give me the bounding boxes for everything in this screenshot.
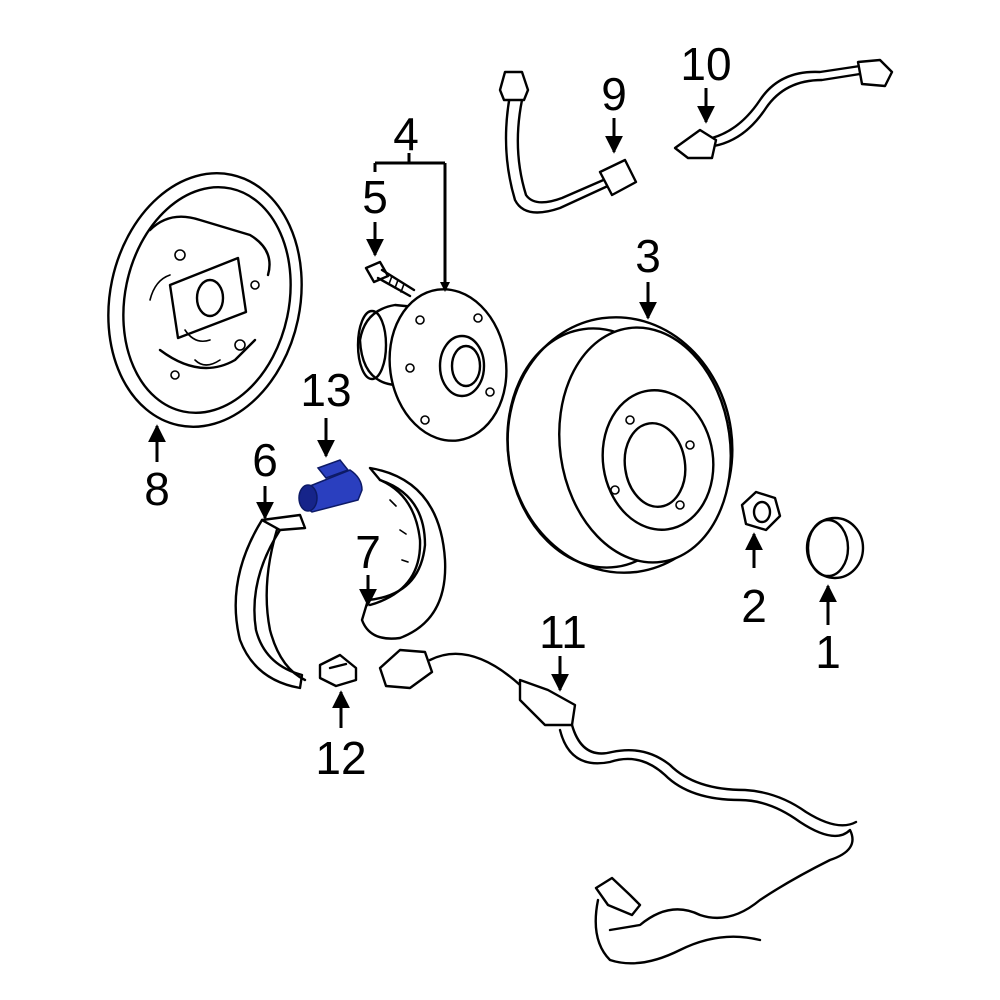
- shoe-clip[interactable]: [318, 653, 358, 688]
- hub-bearing[interactable]: [356, 282, 516, 449]
- brake-shoe-front[interactable]: [360, 466, 447, 640]
- brake-drum[interactable]: [491, 303, 748, 588]
- backing-plate[interactable]: [85, 155, 324, 445]
- callout-11: 11: [539, 606, 587, 658]
- brake-line[interactable]: [673, 58, 894, 160]
- callout-4: 4: [393, 108, 419, 160]
- callout-leaders: [148, 88, 837, 728]
- callout-2: 2: [741, 580, 767, 632]
- callout-8: 8: [144, 463, 170, 515]
- dust-cap[interactable]: [805, 516, 865, 580]
- callout-labels: 1 2 3 4 5 6 7 8 9 10 11 12 13: [144, 38, 841, 784]
- callout-1: 1: [815, 626, 841, 678]
- lug-nut[interactable]: [740, 490, 782, 532]
- callout-6: 6: [252, 434, 278, 486]
- brake-hose[interactable]: [498, 70, 638, 214]
- brake-shoe-rear[interactable]: [234, 513, 307, 690]
- hub-bolt[interactable]: [364, 260, 416, 298]
- wheel-cylinder[interactable]: [298, 459, 363, 513]
- callout-7: 7: [355, 526, 381, 578]
- callout-9: 9: [601, 68, 627, 120]
- abs-sensor-harness[interactable]: [378, 648, 858, 965]
- callout-3: 3: [635, 230, 661, 282]
- callout-10: 10: [680, 38, 731, 90]
- callout-5: 5: [362, 171, 388, 223]
- callout-12: 12: [315, 732, 366, 784]
- callout-13: 13: [300, 364, 351, 416]
